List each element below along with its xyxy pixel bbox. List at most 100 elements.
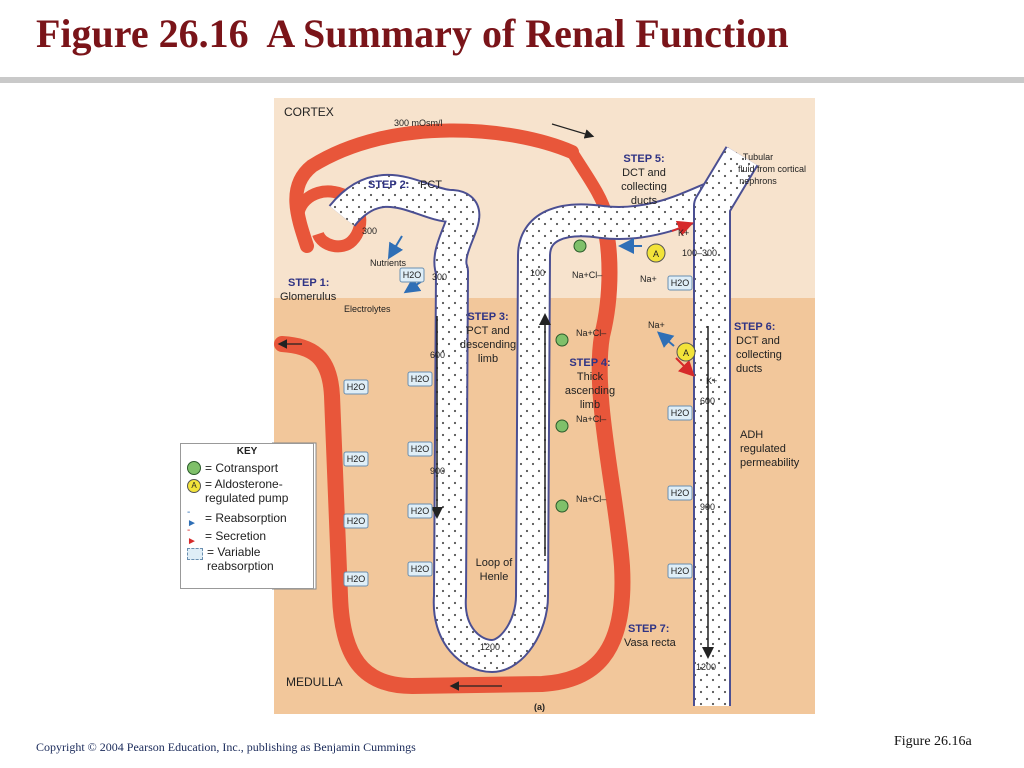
svg-text:600: 600 xyxy=(430,350,445,360)
svg-text:regulated: regulated xyxy=(740,443,786,455)
vasa-recta xyxy=(274,208,631,695)
nutrients-label: Nutrients xyxy=(370,258,407,268)
osmolarity-label: 300 mOsm/l xyxy=(394,118,443,128)
k-label-1: K+ xyxy=(678,228,689,238)
svg-text:300: 300 xyxy=(362,226,377,236)
step-6-label: STEP 6: DCT and collecting ducts xyxy=(734,321,782,375)
svg-text:STEP 5:: STEP 5: xyxy=(623,153,664,165)
aldosterone-pump-1-label: A xyxy=(653,249,659,259)
key-item-reabsorption: - ► = Reabsorption xyxy=(187,507,287,529)
cotransport-marker-3 xyxy=(555,419,569,433)
copyright-notice: Copyright © 2004 Pearson Education, Inc.… xyxy=(36,740,416,754)
svg-text:H2O: H2O xyxy=(671,488,690,498)
svg-text:100: 100 xyxy=(530,268,545,278)
svg-text:ascending: ascending xyxy=(565,385,615,397)
reabsorption-arrow-icon: - ► xyxy=(187,507,197,529)
svg-text:H2O: H2O xyxy=(671,408,690,418)
svg-text:1200: 1200 xyxy=(696,662,716,672)
tubular-fluid-label: Tubular fluid from cortical nephrons xyxy=(738,152,806,186)
aldosterone-pump-icon: A xyxy=(187,479,201,493)
nephron-illustration: A A H2O H2O H2O H2O H2O H2O H2O H2O H2O … xyxy=(272,96,817,714)
svg-text:descending: descending xyxy=(460,339,516,351)
svg-text:H2O: H2O xyxy=(411,444,430,454)
aldosterone-pump-2 xyxy=(676,342,696,362)
svg-text:600: 600 xyxy=(700,396,715,406)
key-title: KEY xyxy=(236,446,258,457)
slide-title: Figure 26.16 A Summary of Renal Function xyxy=(36,11,789,56)
svg-text:Loop of: Loop of xyxy=(476,557,514,569)
secretion-arrow-icon: - ► xyxy=(187,525,197,547)
electrolyte-reabsorption-arrow xyxy=(403,277,423,294)
aldosterone-pump-2-label: A xyxy=(683,348,689,358)
cotransport-marker-1 xyxy=(573,239,587,253)
k-secretion-arrow-2 xyxy=(675,357,695,377)
key-panel: KEY = Cotransport A = Aldosterone-regula… xyxy=(180,443,314,589)
svg-text:Thick: Thick xyxy=(577,371,604,383)
loop-of-henle-label: Loop of Henle xyxy=(476,557,514,583)
svg-text:DCT and: DCT and xyxy=(736,335,780,347)
svg-text:fluid from cortical: fluid from cortical xyxy=(738,164,806,174)
variable-reabsorption-icon xyxy=(187,548,203,560)
svg-text:Glomerulus: Glomerulus xyxy=(280,291,337,303)
svg-text:permeability: permeability xyxy=(740,457,800,469)
step-4-label: STEP 4: Thick ascending limb xyxy=(565,357,615,411)
nacl-label-4: Na+Cl– xyxy=(576,494,606,504)
key-item-cotransport: = Cotransport xyxy=(187,459,307,477)
svg-text:1200: 1200 xyxy=(480,642,500,652)
svg-text:STEP 6:: STEP 6: xyxy=(734,321,775,333)
svg-text:DCT and: DCT and xyxy=(622,167,666,179)
water-badges xyxy=(343,267,693,587)
key-item-aldosterone: A = Aldosterone-regulated pump xyxy=(187,477,307,509)
svg-text:limb: limb xyxy=(478,353,498,365)
nacl-label-2: Na+Cl– xyxy=(576,328,606,338)
svg-text:Vasa recta: Vasa recta xyxy=(624,637,677,649)
medulla-label: MEDULLA xyxy=(286,675,343,689)
nutrient-reabsorption-arrow xyxy=(387,235,404,260)
electrolytes-label: Electrolytes xyxy=(344,304,391,314)
svg-text:H2O: H2O xyxy=(411,564,430,574)
svg-text:limb: limb xyxy=(580,399,600,411)
panel-label: (a) xyxy=(534,702,545,712)
renal-function-diagram: A A H2O H2O H2O H2O H2O H2O H2O H2O H2O … xyxy=(180,96,817,714)
aldosterone-pump-1 xyxy=(646,243,666,263)
vessel-flow-arrow xyxy=(551,123,595,139)
svg-text:H2O: H2O xyxy=(347,516,366,526)
key-item-secretion: - ► = Secretion xyxy=(187,525,267,547)
cotransport-marker-2 xyxy=(555,333,569,347)
svg-text:300: 300 xyxy=(432,272,447,282)
svg-text:collecting: collecting xyxy=(736,349,782,361)
svg-text:Tubular: Tubular xyxy=(743,152,773,162)
svg-text:nephrons: nephrons xyxy=(739,176,777,186)
concentration-labels: 300 300 100 100–300 600 600 900 900 1200… xyxy=(362,226,717,672)
step-5-label: STEP 5: DCT and collecting ducts xyxy=(621,153,667,207)
nacl-label-1: Na+Cl– xyxy=(572,270,602,280)
water-badge-labels: H2O H2O H2O H2O H2O H2O H2O H2O H2O H2O … xyxy=(347,270,690,584)
svg-text:STEP 4:: STEP 4: xyxy=(569,357,610,369)
svg-text:ducts: ducts xyxy=(736,363,763,375)
svg-text:ducts: ducts xyxy=(631,195,658,207)
step-3-label: STEP 3: PCT and descending limb xyxy=(460,311,516,365)
svg-text:PCT and: PCT and xyxy=(466,325,509,337)
cotransport-marker-4 xyxy=(555,499,569,513)
title-divider xyxy=(0,77,1024,83)
svg-text:STEP 7:: STEP 7: xyxy=(628,623,669,635)
svg-text:collecting: collecting xyxy=(621,181,667,193)
svg-text:Henle: Henle xyxy=(480,571,509,583)
na-reabsorption-arrow-2 xyxy=(656,331,675,348)
adh-label: ADH regulated permeability xyxy=(740,429,800,469)
svg-text:H2O: H2O xyxy=(403,270,422,280)
svg-text:900: 900 xyxy=(430,466,445,476)
svg-text:STEP 3:: STEP 3: xyxy=(467,311,508,323)
svg-text:H2O: H2O xyxy=(411,506,430,516)
cortex-label: CORTEX xyxy=(284,105,334,119)
step-7-label: STEP 7: Vasa recta xyxy=(624,623,677,649)
svg-text:H2O: H2O xyxy=(347,382,366,392)
na-label-1: Na+ xyxy=(640,274,657,284)
svg-text:H2O: H2O xyxy=(671,278,690,288)
cotransport-icon xyxy=(187,461,201,475)
svg-text:H2O: H2O xyxy=(347,574,366,584)
step-1-label: STEP 1: Glomerulus xyxy=(280,277,337,303)
svg-text:H2O: H2O xyxy=(411,374,430,384)
nacl-label-3: Na+Cl– xyxy=(576,414,606,424)
